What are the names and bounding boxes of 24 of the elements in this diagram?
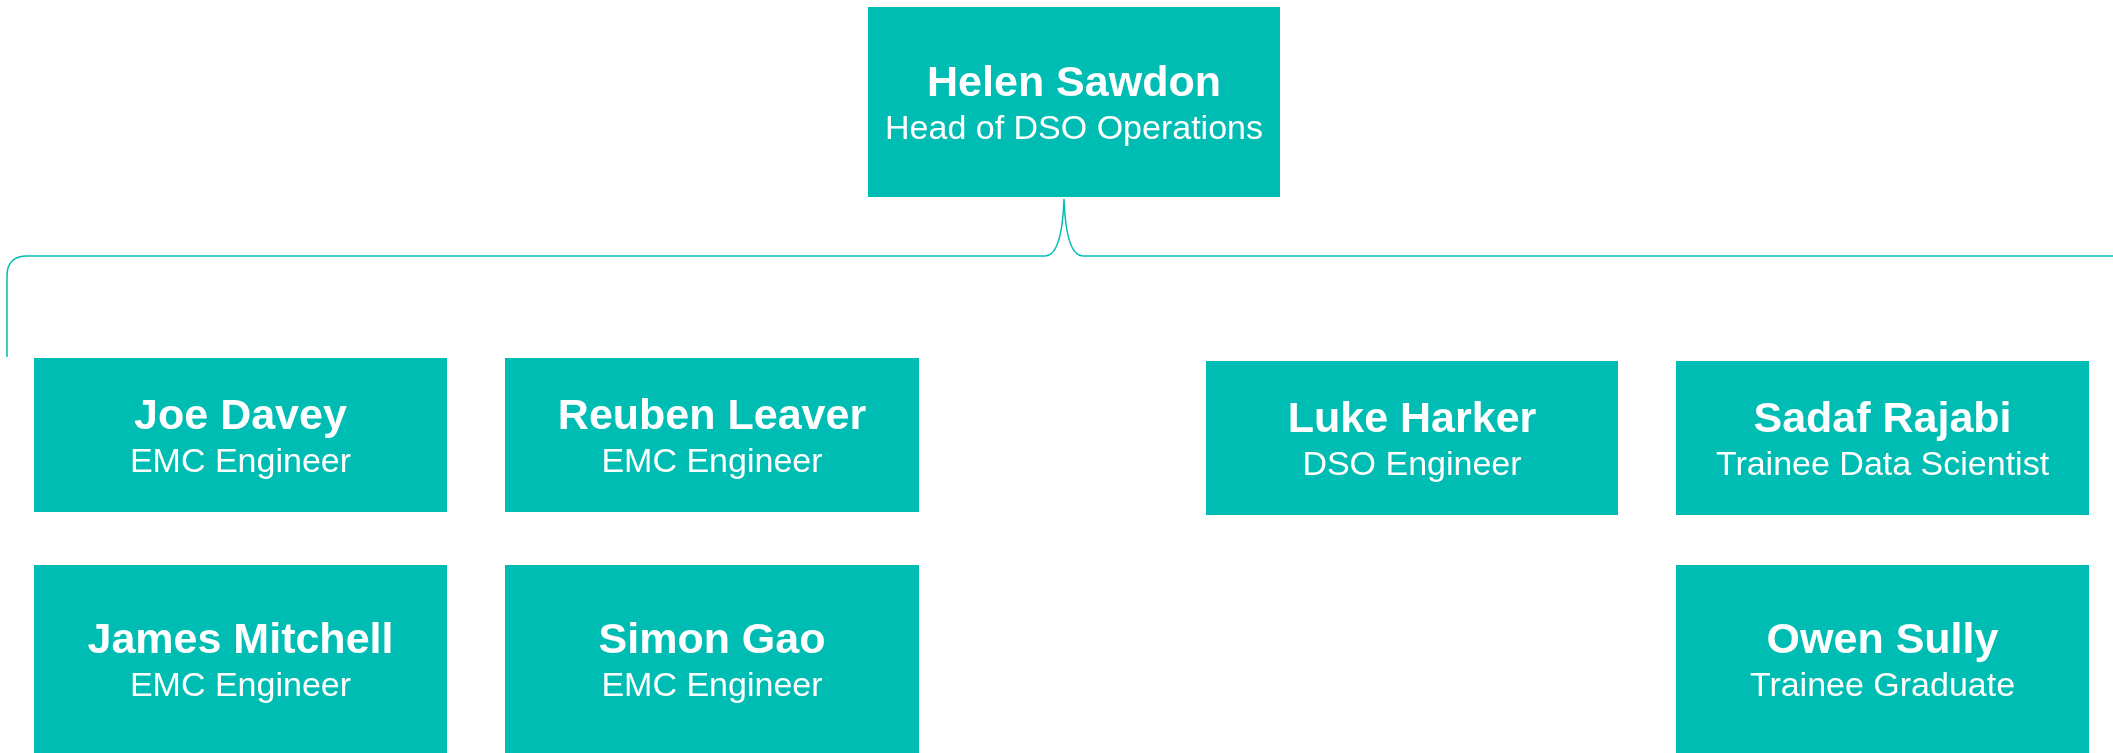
person-name: Simon Gao <box>598 612 826 664</box>
job-title: Head of DSO Operations <box>885 107 1263 149</box>
person-name: Sadaf Rajabi <box>1753 391 2012 443</box>
person-card <box>868 7 1280 197</box>
person-name: Luke Harker <box>1287 391 1537 443</box>
job-title: EMC Engineer <box>601 440 823 482</box>
person-name: Owen Sully <box>1766 612 1999 664</box>
job-title: Trainee Data Scientist <box>1715 443 2050 485</box>
job-title: EMC Engineer <box>601 664 823 706</box>
person-card <box>1676 565 2089 753</box>
person-name: Reuben Leaver <box>557 388 867 440</box>
person-card <box>34 565 447 753</box>
person-name: Joe Davey <box>134 388 347 440</box>
job-title: EMC Engineer <box>129 440 352 482</box>
person-card <box>505 358 919 512</box>
person-card <box>1206 361 1618 515</box>
job-title: Trainee Graduate <box>1749 664 2016 706</box>
person-name: Helen Sawdon <box>927 55 1221 107</box>
job-title: DSO Engineer <box>1302 443 1522 485</box>
person-card <box>505 565 919 753</box>
job-title: EMC Engineer <box>129 664 352 706</box>
person-name: James Mitchell <box>87 612 394 664</box>
person-card <box>1676 361 2089 515</box>
person-card <box>34 358 447 512</box>
